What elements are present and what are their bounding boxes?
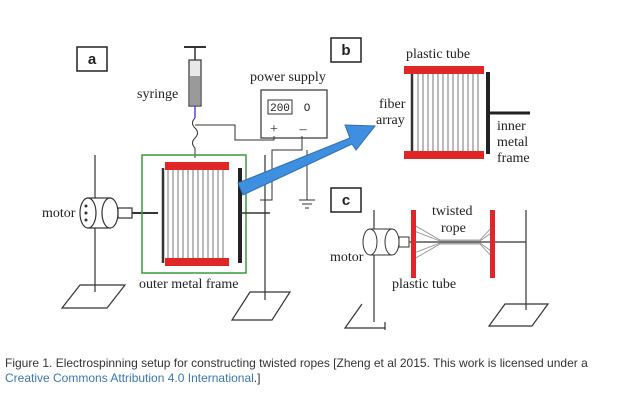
svg-text:O: O <box>304 103 311 115</box>
fiber-array-label-1: fiber <box>379 97 406 112</box>
svg-text:a: a <box>88 51 97 68</box>
panel-b-label: b <box>330 37 362 63</box>
twisted-rope-label-1: twisted <box>432 204 472 219</box>
panel-a-label: a <box>76 46 108 72</box>
svg-text:c: c <box>342 192 350 209</box>
motor-a-label: motor <box>42 206 76 221</box>
fiber-array-label-2: array <box>376 113 405 128</box>
negative-wire <box>260 136 303 201</box>
left-stand-c <box>343 210 386 330</box>
inner-frame-label-2: metal <box>497 135 528 150</box>
caption-text: Figure 1. Electrospinning setup for cons… <box>5 356 588 370</box>
positive-wire <box>195 124 275 141</box>
figure-caption: Figure 1. Electrospinning setup for cons… <box>5 356 613 386</box>
motor-c-label: motor <box>330 250 364 265</box>
twisted-rope-label-2: rope <box>441 221 466 236</box>
inner-frame-label-1: inner <box>497 119 526 134</box>
svg-text:–: – <box>299 122 308 137</box>
fiber-array-frame <box>404 66 530 159</box>
power-supply-box: 200 O + – <box>260 89 328 139</box>
outer-metal-frame <box>141 154 270 274</box>
electrospinning-diagram: a b c syringe power supply 200 O + – <box>42 37 550 330</box>
svg-text:b: b <box>341 42 350 59</box>
svg-text:+: + <box>270 122 278 137</box>
motor-a <box>79 197 158 229</box>
left-stand <box>60 155 127 309</box>
right-stand-c <box>487 210 550 327</box>
panel-c-label: c <box>330 187 362 213</box>
magnify-arrow <box>237 124 377 196</box>
svg-text:200: 200 <box>270 103 290 115</box>
plastic-tube-c-label: plastic tube <box>392 277 456 292</box>
power-supply-label: power supply <box>250 70 326 85</box>
inner-frame-label-3: frame <box>497 151 530 166</box>
plastic-tube-b-label: plastic tube <box>406 47 470 62</box>
caption-end: .] <box>253 371 261 385</box>
twisted-rope <box>409 210 526 278</box>
syringe <box>184 46 206 158</box>
license-link[interactable]: Creative Commons Attribution 4.0 Interna… <box>5 371 254 385</box>
motor-c <box>362 228 410 256</box>
outer-frame-label: outer metal frame <box>139 277 239 292</box>
syringe-label: syringe <box>137 87 178 102</box>
